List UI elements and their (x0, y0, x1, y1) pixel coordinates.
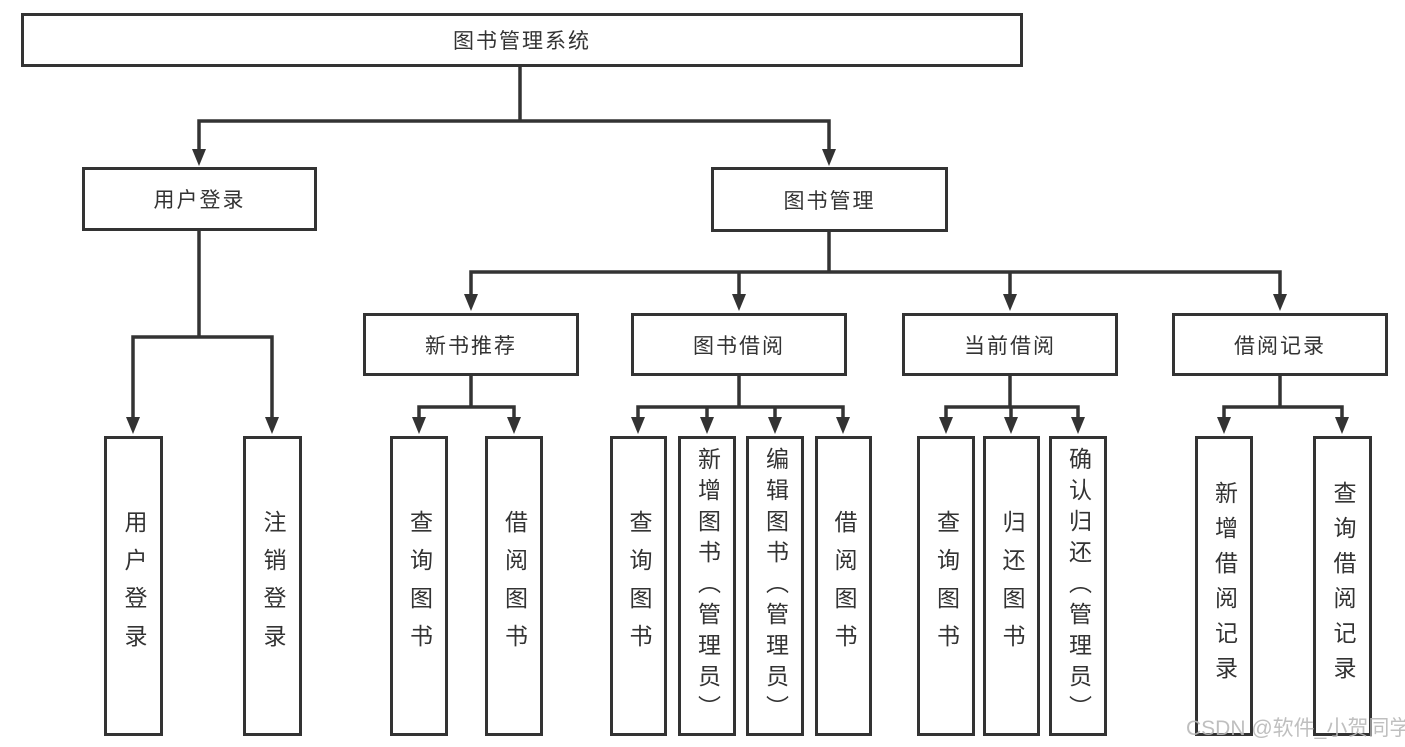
node-leaf-logout: 注销登录 (243, 436, 302, 736)
node-book-borrow: 图书借阅 (631, 313, 847, 376)
node-leaf-user-login: 用户登录 (104, 436, 163, 736)
watermark: CSDN @软件_小贺同学 (1186, 717, 1405, 740)
connector-management-to-level3 (469, 230, 1282, 296)
connector-records-group (1222, 374, 1344, 419)
arrowhead-down-icon (768, 417, 782, 434)
node-leaf-user-login-label: 用户登录 (121, 510, 147, 662)
node-leaf-current-query: 查询图书 (917, 436, 975, 736)
node-borrow-records: 借阅记录 (1172, 313, 1388, 376)
node-leaf-borrow-edit-label: 编辑图书（管理员） (762, 446, 789, 726)
connector-root-to-level2 (197, 65, 831, 151)
node-leaf-borrow-borrow-label: 借阅图书 (831, 510, 857, 662)
node-user-login-label: 用户登录 (153, 189, 246, 212)
node-root: 图书管理系统 (21, 13, 1023, 67)
node-leaf-newbook-query-label: 查询图书 (406, 510, 433, 662)
node-leaf-borrow-edit: 编辑图书（管理员） (746, 436, 804, 736)
arrowhead-down-icon (631, 417, 645, 434)
node-leaf-logout-label: 注销登录 (260, 510, 286, 662)
arrowhead-down-icon (265, 417, 279, 434)
node-leaf-newbook-borrow-label: 借阅图书 (501, 510, 528, 662)
node-book-management-label: 图书管理 (783, 189, 876, 213)
node-new-book-recommend-label: 新书推荐 (425, 334, 517, 358)
node-leaf-borrow-add: 新增图书（管理员） (678, 436, 736, 736)
connector-current-group (944, 374, 1080, 419)
node-book-management: 图书管理 (711, 167, 948, 232)
connector-newbook-group (417, 374, 516, 419)
node-leaf-records-add: 新增借阅记录 (1195, 436, 1253, 736)
arrowhead-down-icon (1004, 417, 1018, 434)
node-leaf-borrow-add-label: 新增图书（管理员） (694, 446, 721, 726)
node-current-borrow-label: 当前借阅 (964, 334, 1056, 358)
node-current-borrow: 当前借阅 (902, 313, 1118, 376)
node-leaf-borrow-borrow: 借阅图书 (815, 436, 872, 736)
arrowhead-down-icon (822, 149, 836, 166)
node-leaf-borrow-query: 查询图书 (610, 436, 667, 736)
node-new-book-recommend: 新书推荐 (363, 313, 579, 376)
arrowhead-down-icon (732, 294, 746, 311)
arrowhead-down-icon (192, 149, 206, 166)
node-borrow-records-label: 借阅记录 (1234, 334, 1326, 358)
node-leaf-records-query-label: 查询借阅记录 (1330, 481, 1356, 691)
arrowhead-down-icon (939, 417, 953, 434)
connector-borrow-group (636, 374, 845, 419)
arrowhead-down-icon (1217, 417, 1231, 434)
node-leaf-records-add-label: 新增借阅记录 (1211, 481, 1238, 691)
node-leaf-newbook-query: 查询图书 (390, 436, 448, 736)
node-leaf-records-query: 查询借阅记录 (1313, 436, 1372, 736)
arrowhead-down-icon (700, 417, 714, 434)
arrowhead-down-icon (1071, 417, 1085, 434)
node-book-borrow-label: 图书借阅 (693, 334, 785, 358)
node-leaf-current-confirm: 确认归还（管理员） (1049, 436, 1107, 736)
node-root-label: 图书管理系统 (453, 30, 591, 53)
node-leaf-current-confirm-label: 确认归还（管理员） (1065, 446, 1092, 726)
arrowhead-down-icon (1273, 294, 1287, 311)
arrowhead-down-icon (464, 294, 478, 311)
node-leaf-borrow-query-label: 查询图书 (626, 510, 652, 662)
arrowhead-down-icon (836, 417, 850, 434)
node-leaf-newbook-borrow: 借阅图书 (485, 436, 543, 736)
connector-login-group (131, 229, 274, 419)
node-user-login: 用户登录 (82, 167, 317, 231)
arrowhead-down-icon (1003, 294, 1017, 311)
arrowhead-down-icon (1335, 417, 1349, 434)
node-leaf-current-query-label: 查询图书 (933, 510, 960, 662)
node-leaf-current-return-label: 归还图书 (999, 510, 1025, 662)
arrowhead-down-icon (507, 417, 521, 434)
node-leaf-current-return: 归还图书 (983, 436, 1040, 736)
arrowhead-down-icon (412, 417, 426, 434)
arrowhead-down-icon (126, 417, 140, 434)
